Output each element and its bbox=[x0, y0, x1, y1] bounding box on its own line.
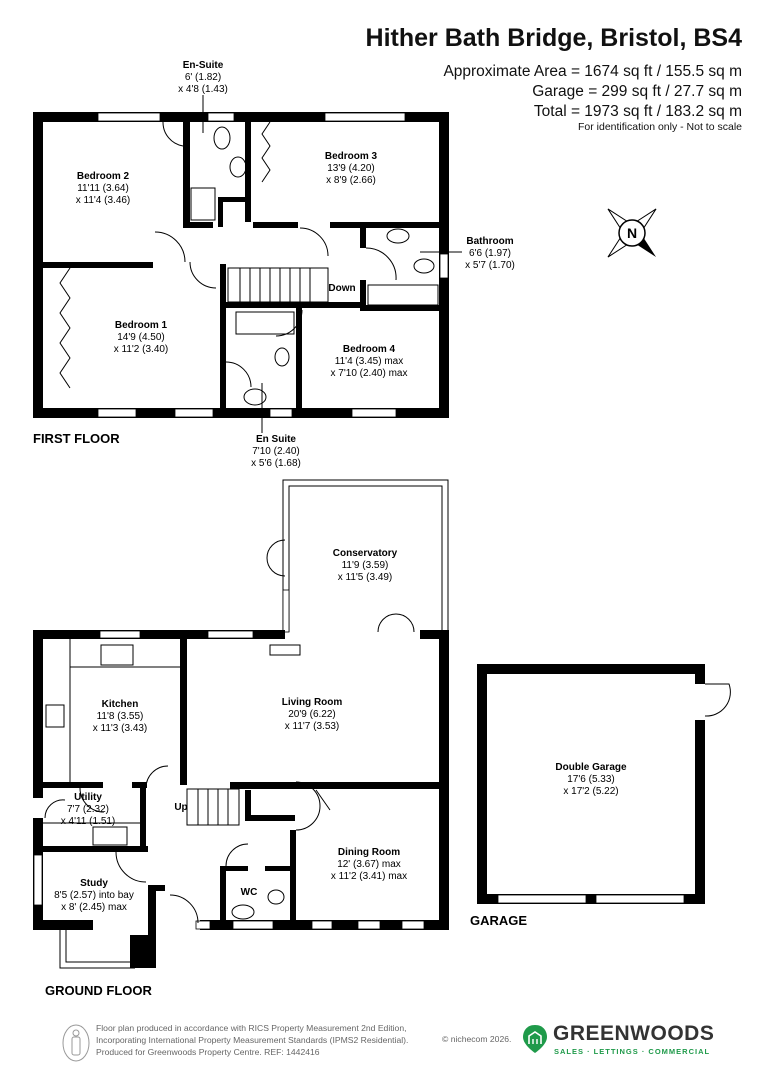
room-dimension: x 5'6 (1.68) bbox=[251, 458, 301, 469]
room-dimension: x 5'7 (1.70) bbox=[465, 260, 515, 271]
property-title: Hither Bath Bridge, Bristol, BS4 bbox=[365, 24, 742, 52]
ground-floor-plan: Up bbox=[33, 479, 449, 969]
room-name: En Suite bbox=[256, 434, 296, 445]
approximate-area: Approximate Area = 1674 sq ft / 155.5 sq… bbox=[443, 63, 742, 80]
room-dimension: 11'4 (3.45) max bbox=[335, 356, 403, 367]
room-name: Conservatory bbox=[333, 548, 398, 559]
first-floor-labels: En-Suite 6' (1.82) x 4'8 (1.43) Bedroom … bbox=[33, 60, 515, 469]
room-dimension: 17'6 (5.33) bbox=[567, 774, 615, 785]
room-dimension: x 7'10 (2.40) max bbox=[331, 368, 408, 379]
room-dimension: x 11'7 (3.53) bbox=[285, 721, 340, 732]
staircase-first-floor bbox=[227, 267, 329, 303]
room-name: Kitchen bbox=[102, 699, 139, 710]
room-dimension: x 4'8 (1.43) bbox=[178, 84, 228, 95]
first-floor-plan: Down bbox=[33, 95, 462, 433]
footer-disclaimer: Floor plan produced in accordance with R… bbox=[96, 1022, 408, 1058]
room-name: Study bbox=[80, 878, 108, 889]
conservatory-frame bbox=[266, 479, 449, 633]
garage-area: Garage = 299 sq ft / 27.7 sq m bbox=[532, 83, 742, 100]
compass-label: N bbox=[627, 225, 637, 241]
room-name: Bedroom 1 bbox=[115, 320, 168, 331]
brand-tagline: SALES · LETTINGS · COMMERCIAL bbox=[554, 1047, 711, 1056]
scale-note: For identification only - Not to scale bbox=[578, 121, 742, 133]
room-dimension: 13'9 (4.20) bbox=[327, 163, 375, 174]
room-name: WC bbox=[241, 887, 258, 898]
room-dimension: 6' (1.82) bbox=[185, 72, 221, 83]
room-name: Dining Room bbox=[338, 847, 400, 858]
room-dimension: 11'11 (3.64) bbox=[77, 183, 129, 194]
area-summary: Approximate Area = 1674 sq ft / 155.5 sq… bbox=[443, 62, 742, 122]
room-dimension: x 11'3 (3.43) bbox=[93, 723, 148, 734]
room-name: Bathroom bbox=[466, 236, 513, 247]
room-dimension: x 8' (2.45) max bbox=[61, 902, 127, 913]
ground-floor-label: GROUND FLOOR bbox=[45, 983, 152, 998]
room-dimension: x 11'2 (3.41) max bbox=[331, 871, 407, 882]
footer-line: Floor plan produced in accordance with R… bbox=[96, 1023, 407, 1033]
footer-line: Produced for Greenwoods Property Centre.… bbox=[96, 1047, 320, 1057]
room-name: En-Suite bbox=[183, 60, 224, 71]
room-dimension: 11'9 (3.59) bbox=[342, 560, 389, 571]
greenwoods-logo-icon bbox=[523, 1025, 547, 1053]
stairs-up-label: Up bbox=[174, 802, 187, 813]
room-name: Bedroom 2 bbox=[77, 171, 130, 182]
copyright: © nichecom 2026. bbox=[442, 1034, 512, 1044]
room-dimension: 20'9 (6.22) bbox=[288, 709, 336, 720]
ground-floor-labels: Conservatory 11'9 (3.59) x 11'5 (3.49) K… bbox=[45, 548, 407, 998]
floor-plan: Down En-Suite 6' (1.82) x 4'8 (1.43) Bed… bbox=[33, 60, 731, 998]
room-dimension: 12' (3.67) max bbox=[337, 859, 401, 870]
room-name: Bedroom 3 bbox=[325, 151, 378, 162]
room-dimension: 7'10 (2.40) bbox=[252, 446, 300, 457]
footer-line: Incorporating International Property Mea… bbox=[96, 1035, 409, 1045]
garage-label: GARAGE bbox=[470, 913, 527, 928]
room-name: Bedroom 4 bbox=[343, 344, 396, 355]
room-dimension: x 11'2 (3.40) bbox=[114, 344, 169, 355]
room-dimension: 11'8 (3.55) bbox=[97, 711, 144, 722]
room-name: Double Garage bbox=[555, 762, 627, 773]
room-dimension: 6'6 (1.97) bbox=[469, 248, 511, 259]
room-dimension: x 4'11 (1.51) bbox=[61, 816, 116, 827]
room-dimension: 14'9 (4.50) bbox=[117, 332, 165, 343]
stairs-down-label: Down bbox=[328, 283, 355, 294]
staircase-ground-floor bbox=[186, 788, 240, 826]
compass-north-icon: N bbox=[607, 208, 657, 258]
total-area: Total = 1973 sq ft / 183.2 sq m bbox=[533, 103, 742, 120]
room-name: Utility bbox=[74, 792, 102, 803]
room-dimension: x 11'4 (3.46) bbox=[76, 195, 131, 206]
first-floor-label: FIRST FLOOR bbox=[33, 431, 120, 446]
room-dimension: 7'7 (2.32) bbox=[67, 804, 109, 815]
brand-name: GREENWOODS bbox=[553, 1022, 715, 1045]
room-dimension: x 8'9 (2.66) bbox=[326, 175, 376, 186]
person-scale-icon bbox=[62, 1024, 90, 1062]
garage-plan: Double Garage 17'6 (5.33) x 17'2 (5.22) … bbox=[470, 664, 731, 928]
room-dimension: x 11'5 (3.49) bbox=[338, 572, 393, 583]
room-dimension: x 17'2 (5.22) bbox=[563, 786, 618, 797]
room-dimension: 8'5 (2.57) into bay bbox=[54, 890, 134, 901]
room-name: Living Room bbox=[282, 697, 343, 708]
